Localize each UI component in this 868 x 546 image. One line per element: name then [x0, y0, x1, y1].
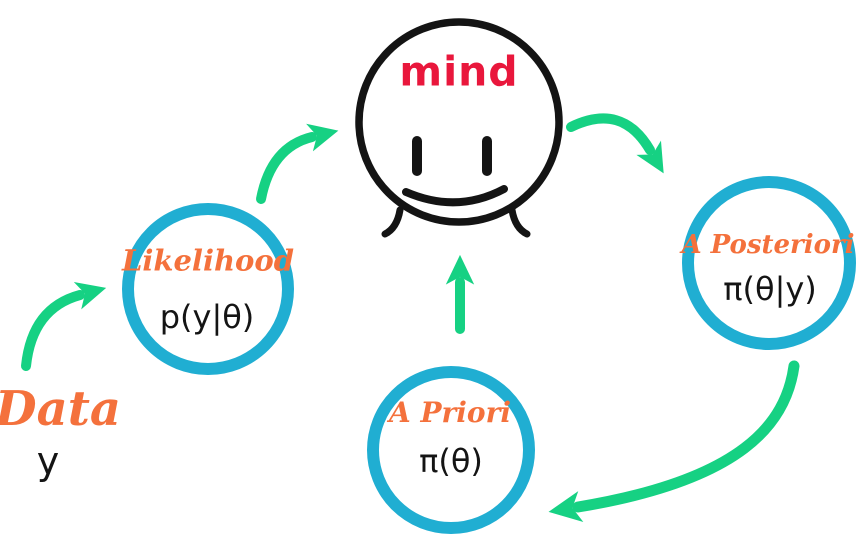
- smile-icon: [402, 185, 508, 207]
- data-formula: y: [36, 439, 60, 483]
- head-circle: [355, 18, 563, 226]
- arrow-data-to-likelihood: [21, 281, 107, 371]
- likelihood-circle: [122, 203, 294, 375]
- posterior-circle: [682, 176, 856, 350]
- likelihood-formula: p(y|θ): [159, 298, 255, 336]
- prior-circle: [367, 366, 535, 534]
- posterior-formula: π(θ|y): [723, 270, 817, 308]
- prior-formula: π(θ): [419, 442, 483, 480]
- data-label: Data: [0, 381, 121, 437]
- arrow-likelihood-to-mind: [256, 123, 339, 204]
- posterior-label: A Posteriori: [681, 230, 855, 260]
- smiley-face-icon: [355, 18, 563, 238]
- arrow-posterior-to-prior: [548, 360, 800, 522]
- prior-label: A Priori: [389, 396, 511, 429]
- left-shoulder-icon: [381, 206, 404, 238]
- mind-label: mind: [399, 47, 519, 96]
- likelihood-label: Likelihood: [121, 243, 295, 278]
- arrow-mind-to-posterior: [566, 113, 664, 174]
- right-shoulder-icon: [508, 206, 531, 238]
